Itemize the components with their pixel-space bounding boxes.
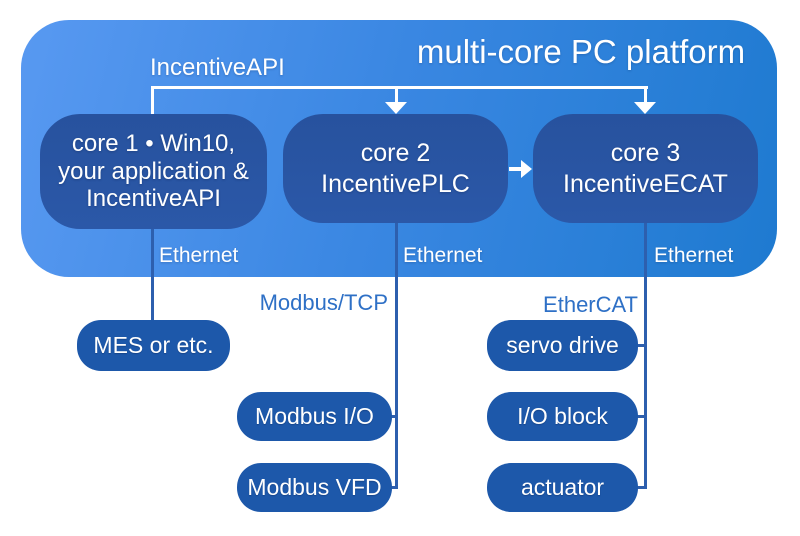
mes-box-label: MES or etc. bbox=[93, 332, 214, 358]
servo-drive-stub-line bbox=[634, 344, 646, 347]
bus-drop-core2-line bbox=[395, 86, 398, 103]
core2-modbus-connector-line bbox=[395, 223, 398, 489]
core3-box: core 3 IncentiveECAT bbox=[533, 114, 758, 223]
core3-line2: IncentiveECAT bbox=[563, 169, 728, 198]
core2-box: core 2 IncentivePLC bbox=[283, 114, 508, 223]
core1-line2: your application & bbox=[58, 157, 249, 185]
arrow-right-core3-icon bbox=[521, 160, 532, 178]
modbus-vfd-box: Modbus VFD bbox=[237, 463, 392, 512]
modbus-io-box: Modbus I/O bbox=[237, 392, 392, 441]
platform-title: multi-core PC platform bbox=[416, 33, 746, 70]
mes-box: MES or etc. bbox=[77, 320, 230, 371]
core3-line1: core 3 bbox=[610, 139, 681, 167]
ethernet-label-1: Ethernet bbox=[159, 244, 239, 267]
ethernet-label-2: Ethernet bbox=[403, 244, 483, 267]
modbus-vfd-box-label: Modbus VFD bbox=[247, 474, 382, 500]
ethernet-label-3: Ethernet bbox=[654, 244, 734, 267]
core2-core3-arrow-shaft bbox=[509, 167, 522, 171]
core3-ethercat-connector-line bbox=[644, 223, 647, 489]
bus-drop-core1-line bbox=[151, 86, 154, 117]
core2-line2: IncentivePLC bbox=[321, 169, 470, 198]
core1-box: core 1 • Win10, your application & Incen… bbox=[40, 114, 267, 229]
incentiveapi-bus-label: IncentiveAPI bbox=[150, 54, 285, 81]
io-block-box-label: I/O block bbox=[517, 403, 608, 429]
actuator-stub-line bbox=[634, 486, 646, 489]
core1-line3: IncentiveAPI bbox=[86, 185, 221, 213]
modbus-tcp-label: Modbus/TCP bbox=[259, 290, 388, 315]
servo-drive-box: servo drive bbox=[487, 320, 638, 371]
core2-line1: core 2 bbox=[360, 139, 431, 167]
bus-drop-core3-line bbox=[644, 86, 647, 103]
actuator-box-label: actuator bbox=[520, 474, 605, 500]
core1-line1: core 1 • Win10, bbox=[71, 129, 236, 157]
io-block-box: I/O block bbox=[487, 392, 638, 441]
bus-horizontal-line bbox=[151, 86, 648, 89]
core1-mes-connector-line bbox=[151, 229, 154, 321]
actuator-box: actuator bbox=[487, 463, 638, 512]
ethercat-label: EtherCAT bbox=[543, 292, 638, 317]
servo-drive-box-label: servo drive bbox=[506, 332, 619, 358]
arrow-down-core3-icon bbox=[634, 102, 656, 114]
arrow-down-core2-icon bbox=[385, 102, 407, 114]
io-block-stub-line bbox=[634, 415, 646, 418]
modbus-io-box-label: Modbus I/O bbox=[255, 403, 374, 429]
